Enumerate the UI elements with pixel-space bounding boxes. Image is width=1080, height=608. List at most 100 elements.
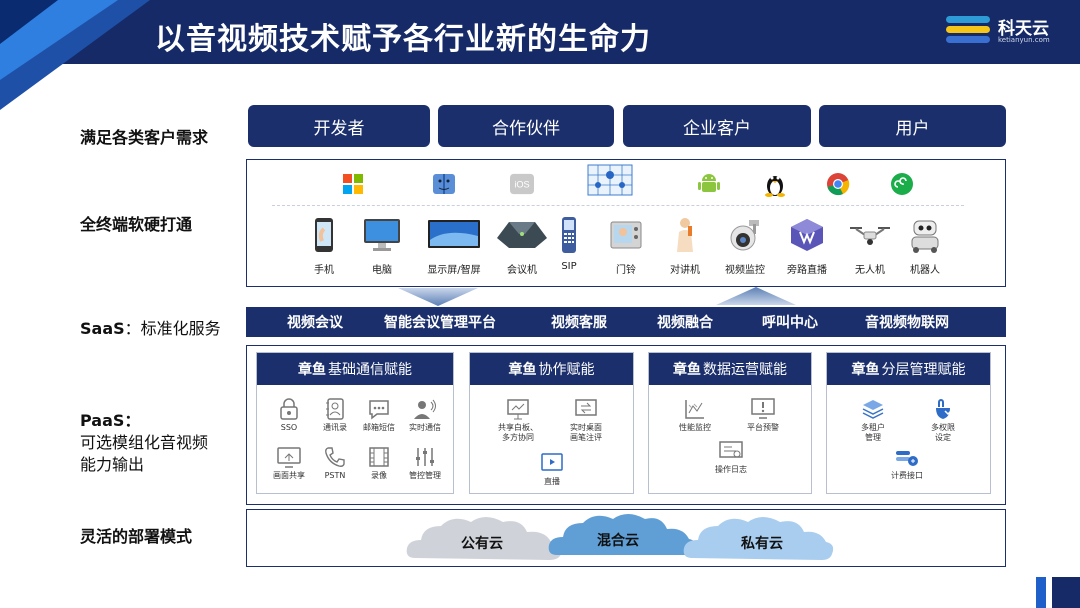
row-label-saas: SaaS：标准化服务 <box>80 319 221 338</box>
paas-item: 通讯录 <box>311 397 359 433</box>
paas-item: 邮箱短信 <box>355 397 403 433</box>
row-label-paas: PaaS： 可选模组化音视频 能力输出 <box>80 411 209 474</box>
paas-basic-comm: 章鱼基础通信赋能 SSO 通讯录 邮箱短信 实时通信 画面共享 PSTN 录像 … <box>256 352 454 494</box>
robot-icon <box>906 215 944 255</box>
realtime-icon <box>412 397 438 421</box>
android-icon <box>697 172 721 196</box>
paas-item: 管控管理 <box>401 445 449 481</box>
mac-icon <box>432 172 456 196</box>
paas-item: 多权限设定 <box>919 397 967 443</box>
customer-developer: 开发者 <box>248 105 430 147</box>
computer-icon <box>363 215 401 255</box>
device-live: 旁路直播 <box>768 215 846 276</box>
control-icon <box>412 445 438 469</box>
device-doorbell: 门铃 <box>587 215 665 276</box>
paas-tiered-management: 章鱼分层管理赋能 多租户管理 多权限设定 计费接口 <box>826 352 991 494</box>
contacts-icon <box>322 397 348 421</box>
cloud-label-hybrid: 混合云 <box>597 533 639 549</box>
paas-item: 画面共享 <box>265 445 313 481</box>
saas-bar: 视频会议 智能会议管理平台 视频客服 视频融合 呼叫中心 音视频物联网 <box>246 307 1006 337</box>
saas-item: 音视频物联网 <box>865 315 949 331</box>
paas-data-operation: 章鱼数据运营赋能 性能监控 平台预警 操作日志 <box>648 352 812 494</box>
paas-item: 操作日志 <box>707 439 755 475</box>
logo-name: 科天云 <box>998 19 1049 39</box>
device-drone: 无人机 <box>831 215 909 276</box>
device-phone: 手机 <box>285 215 363 276</box>
paas-item: 实时通信 <box>401 397 449 433</box>
customer-enterprise: 企业客户 <box>623 105 811 147</box>
brand-logo: 科天云 ketianyun.com <box>946 12 1066 54</box>
drone-icon <box>847 215 893 255</box>
private-cloud-icon <box>682 514 834 566</box>
alert-icon <box>750 397 776 421</box>
paas-item: 平台预警 <box>739 397 787 433</box>
network-icon <box>586 163 634 197</box>
chrome-icon <box>826 172 850 196</box>
display-icon <box>427 215 481 255</box>
sip-phone-icon <box>550 215 588 255</box>
phone-icon <box>305 215 343 255</box>
paas-panel <box>246 345 1006 505</box>
row-label-customers: 满足各类客户需求 <box>80 128 209 147</box>
logo-url: ketianyun.com <box>998 36 1050 44</box>
paas-item: 多租户管理 <box>849 397 897 443</box>
annotate-icon <box>573 397 599 421</box>
film-icon <box>366 445 392 469</box>
device-computer: 电脑 <box>343 215 421 276</box>
header-bar <box>0 0 1080 64</box>
down-arrow-icon <box>398 288 478 310</box>
cloud-label-private: 私有云 <box>741 536 783 552</box>
screen-share-icon <box>276 445 302 469</box>
deploy-panel <box>246 509 1006 567</box>
miniprogram-icon <box>890 172 914 196</box>
saas-item: 视频客服 <box>551 315 607 331</box>
layers-icon <box>860 397 886 421</box>
footer-decoration <box>1036 577 1046 608</box>
saas-item: 呼叫中心 <box>762 315 818 331</box>
paas-item: 性能监控 <box>671 397 719 433</box>
page-title: 以音视频技术赋予各行业新的生命力 <box>155 22 651 57</box>
device-intercom: 对讲机 <box>646 215 724 276</box>
paas-item: 计费接口 <box>883 445 931 481</box>
footer-decoration <box>1052 577 1080 608</box>
windows-icon <box>341 172 365 196</box>
up-arrow-icon <box>716 287 796 309</box>
device-camera: 视频监控 <box>706 215 784 276</box>
paas-item: 共享白板、多方协同 <box>494 397 542 443</box>
saas-item: 智能会议管理平台 <box>384 315 496 331</box>
doorbell-icon <box>607 215 645 255</box>
lock-icon <box>276 397 302 421</box>
live-icon <box>788 215 826 255</box>
saas-item: 视频会议 <box>287 315 343 331</box>
svg-text:iOS: iOS <box>514 180 529 190</box>
device-display: 显示屏/智屏 <box>415 215 493 276</box>
linux-icon <box>763 172 787 197</box>
customer-user: 用户 <box>819 105 1006 147</box>
hybrid-cloud-icon <box>547 513 697 561</box>
intercom-icon <box>666 215 704 255</box>
monitor-chart-icon <box>682 397 708 421</box>
public-cloud-icon <box>405 514 565 566</box>
whiteboard-icon <box>505 397 531 421</box>
device-robot: 机器人 <box>886 215 964 276</box>
ios-icon: iOS <box>510 172 534 196</box>
row-label-terminals: 全终端软硬打通 <box>80 215 193 234</box>
divider <box>272 205 964 206</box>
message-icon <box>366 397 392 421</box>
paas-item: PSTN <box>311 445 359 481</box>
permission-icon <box>930 397 956 421</box>
saas-item: 视频融合 <box>657 315 713 331</box>
live-play-icon <box>539 451 565 475</box>
conference-phone-icon <box>495 215 549 255</box>
billing-icon <box>894 445 920 469</box>
paas-item: 实时桌面画笔注评 <box>562 397 610 443</box>
device-sip: SIP <box>530 215 608 272</box>
camera-icon <box>726 215 764 255</box>
log-icon <box>718 439 744 463</box>
customer-partner: 合作伙伴 <box>438 105 614 147</box>
paas-collaboration: 章鱼协作赋能 共享白板、多方协同 实时桌面画笔注评 直播 <box>469 352 634 494</box>
device-conference: 会议机 <box>483 215 561 276</box>
cloud-label-public: 公有云 <box>461 536 503 552</box>
paas-item: 直播 <box>528 451 576 487</box>
row-label-deploy: 灵活的部署模式 <box>80 527 193 546</box>
